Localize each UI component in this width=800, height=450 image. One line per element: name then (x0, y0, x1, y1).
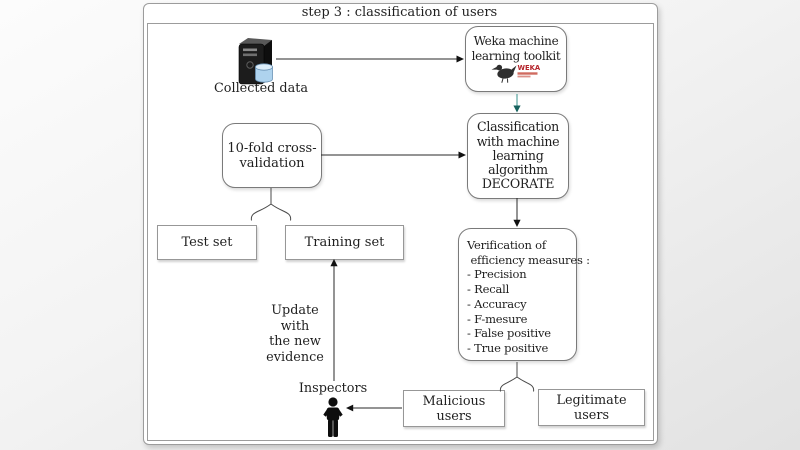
legitimate-users-line2: users (573, 407, 610, 423)
verification-line: - False positive (467, 326, 551, 341)
weka-label-line2: learning toolkit (471, 48, 561, 63)
weka-label-line1: Weka machine (473, 34, 559, 48)
node-training-set: Training set (285, 225, 404, 260)
legitimate-users-line1: Legitimate (556, 392, 627, 408)
node-legitimate-users: Legitimate users (538, 389, 645, 426)
update-note-line: the new (269, 334, 321, 349)
update-evidence-note: Update with the new evidence (256, 303, 334, 365)
diagram-title: step 3 : classification of users (301, 5, 498, 20)
node-weka-toolkit: Weka machine learning toolkit (465, 26, 567, 92)
test-set-label: Test set (181, 235, 233, 250)
cross-validation-line2: validation (239, 155, 305, 171)
classification-line: Classification (477, 119, 559, 135)
classification-line: algorithm (488, 162, 548, 178)
verification-line: - Recall (467, 282, 510, 297)
classification-line: learning (492, 147, 544, 163)
node-verification: Verification of efficiency measures : - … (458, 228, 590, 361)
verification-line: Verification of (467, 238, 546, 252)
inspectors-label: Inspectors (298, 381, 368, 396)
cross-validation-line1: 10-fold cross- (227, 140, 317, 156)
update-note-line: evidence (266, 349, 324, 365)
verification-line: - True positive (467, 340, 549, 355)
classification-line: with machine (476, 133, 560, 149)
verification-line: efficiency measures : (467, 252, 590, 267)
node-malicious-users: Malicious users (403, 390, 505, 427)
collected-data-label: Collected data (214, 81, 308, 96)
malicious-users-line2: users (436, 408, 472, 424)
update-note-line: Update with (271, 303, 319, 334)
verification-line: - F-mesure (467, 311, 528, 326)
classification-line: DECORATE (481, 176, 555, 192)
node-classification: Classification with machine learning alg… (467, 113, 569, 199)
verification-line: - Accuracy (467, 296, 527, 311)
malicious-users-line1: Malicious (422, 393, 486, 409)
node-test-set: Test set (157, 225, 257, 260)
training-set-label: Training set (304, 235, 385, 250)
verification-line: - Precision (467, 267, 527, 282)
node-cross-validation: 10-fold cross- validation (222, 123, 322, 188)
